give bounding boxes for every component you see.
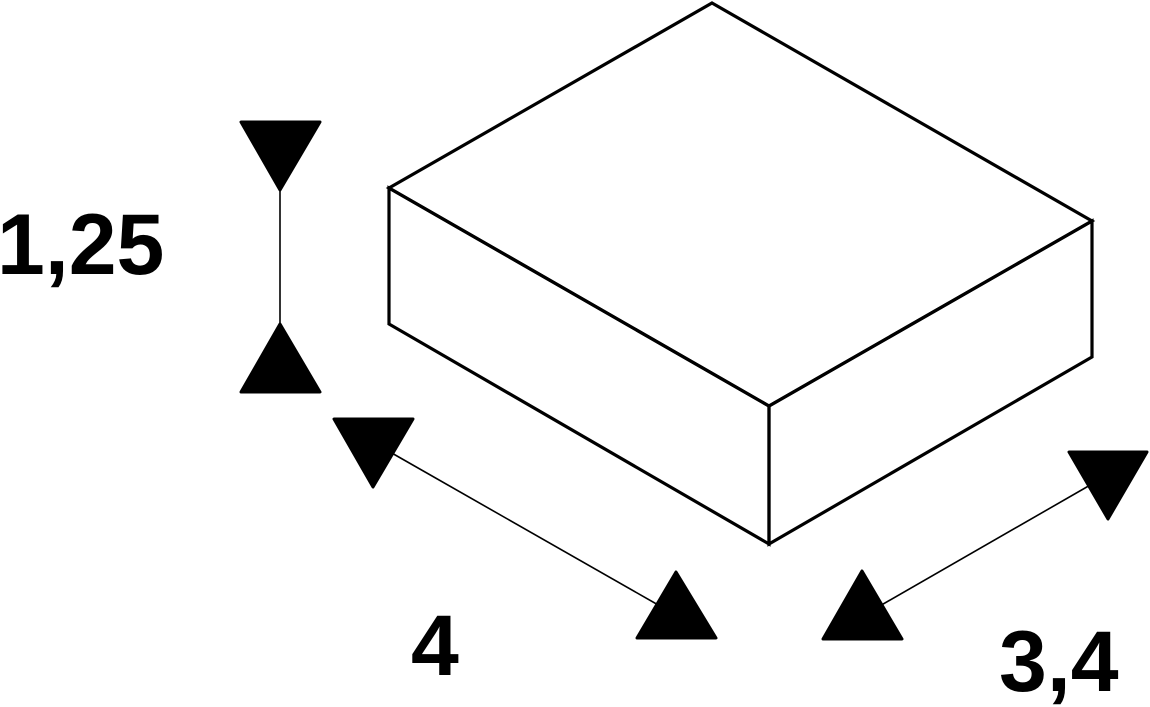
box-right-face (767, 218, 1094, 547)
height-dimension: 1,25 (0, 120, 322, 394)
arrow-down-icon (239, 120, 322, 192)
length-dimension-line (389, 451, 661, 607)
box-top-face (385, 1, 1096, 408)
box-left-face (387, 185, 771, 547)
arrow-down-icon (332, 417, 415, 489)
arrow-up-icon (821, 569, 904, 641)
length-label: 4 (411, 598, 459, 694)
height-label: 1,25 (0, 197, 164, 293)
width-label: 3,4 (999, 614, 1119, 707)
isometric-box (385, 1, 1096, 547)
arrow-up-icon (635, 570, 718, 640)
arrow-up-icon (239, 322, 322, 394)
width-dimension: 3,4 (821, 450, 1149, 707)
arrow-down-icon (1067, 450, 1149, 521)
length-dimension: 4 (332, 417, 718, 694)
width-dimension-line (877, 483, 1093, 608)
